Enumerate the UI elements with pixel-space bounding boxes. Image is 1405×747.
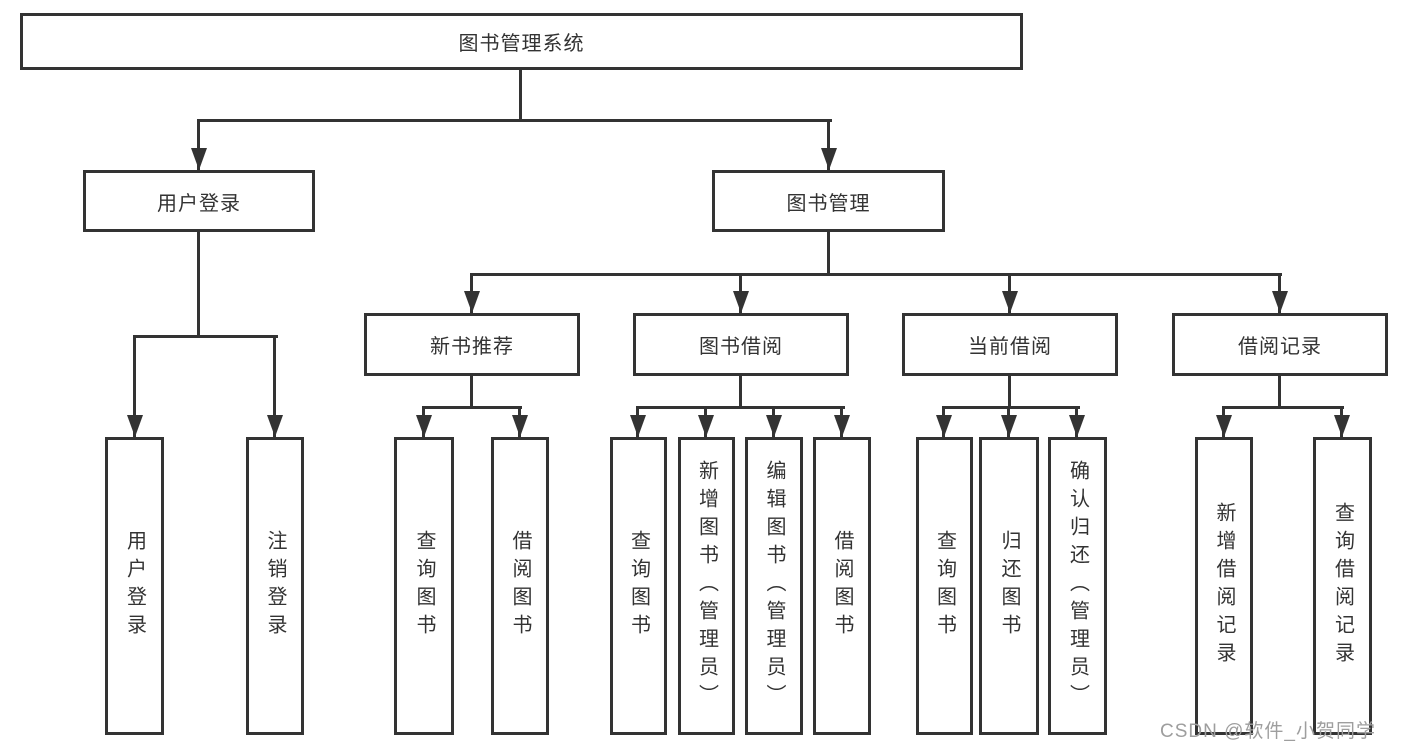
arrow-down-icon	[416, 415, 432, 437]
leaf-label: 注销登录	[264, 530, 286, 642]
leaf-label: 新增图书（管理员）	[695, 460, 718, 712]
connector-vline	[519, 68, 522, 120]
node-borrow-record-label: 借阅记录	[1238, 336, 1322, 358]
arrow-down-icon	[191, 148, 207, 170]
leaf-add-book-admin: 新增图书（管理员）	[678, 437, 735, 735]
node-current-borrow: 当前借阅	[902, 313, 1118, 376]
node-book-management-label: 图书管理	[786, 192, 871, 215]
leaf-label: 确认归还（管理员）	[1066, 460, 1089, 712]
connector-vline	[197, 119, 200, 170]
leaf-label: 用户登录	[123, 530, 146, 642]
connector-vline	[273, 335, 276, 437]
arrow-down-icon	[733, 291, 749, 313]
leaf-query-book-current: 查询图书	[916, 437, 973, 735]
connector-vline	[1278, 374, 1281, 406]
leaf-user-login: 用户登录	[105, 437, 164, 735]
leaf-label: 查询借阅记录	[1331, 502, 1354, 670]
connector-vline	[470, 374, 473, 406]
connector-hline	[1222, 406, 1344, 409]
arrow-down-icon	[1216, 415, 1232, 437]
arrow-down-icon	[834, 415, 850, 437]
connector-vline	[827, 230, 830, 273]
connector-vline	[739, 374, 742, 406]
node-book-management: 图书管理	[712, 170, 945, 232]
arrow-down-icon	[936, 415, 952, 437]
leaf-label: 查询图书	[413, 530, 435, 642]
arrow-down-icon	[630, 415, 646, 437]
connector-vline	[133, 335, 136, 437]
node-root: 图书管理系统	[20, 13, 1023, 70]
leaf-label: 编辑图书（管理员）	[763, 460, 785, 712]
leaf-confirm-return-admin: 确认归还（管理员）	[1048, 437, 1107, 735]
leaf-borrow-book-recommend: 借阅图书	[491, 437, 549, 735]
node-book-borrow-label: 图书借阅	[699, 336, 783, 358]
connector-vline	[1008, 374, 1011, 406]
leaf-label: 借阅图书	[831, 530, 853, 642]
arrow-down-icon	[821, 148, 837, 170]
node-user-login: 用户登录	[83, 170, 315, 232]
arrow-down-icon	[766, 415, 782, 437]
leaf-edit-book-admin: 编辑图书（管理员）	[745, 437, 803, 735]
node-current-borrow-label: 当前借阅	[968, 336, 1052, 358]
arrow-down-icon	[1069, 415, 1085, 437]
node-borrow-record: 借阅记录	[1172, 313, 1388, 376]
leaf-add-borrow-record: 新增借阅记录	[1195, 437, 1253, 735]
node-new-book-recommend: 新书推荐	[364, 313, 580, 376]
watermark: CSDN @软件_小贺同学	[1160, 721, 1376, 742]
leaf-label: 新增借阅记录	[1213, 502, 1235, 670]
arrow-down-icon	[1272, 291, 1288, 313]
leaf-label: 查询图书	[933, 530, 956, 642]
leaf-query-book-recommend: 查询图书	[394, 437, 454, 735]
leaf-logout: 注销登录	[246, 437, 304, 735]
arrow-down-icon	[127, 415, 143, 437]
connector-hline	[133, 335, 278, 338]
leaf-label: 查询图书	[627, 530, 650, 642]
leaf-label: 归还图书	[998, 530, 1020, 642]
connector-hline	[422, 406, 522, 409]
connector-hline	[942, 406, 1080, 409]
arrow-down-icon	[698, 415, 714, 437]
leaf-borrow-book: 借阅图书	[813, 437, 871, 735]
arrow-down-icon	[267, 415, 283, 437]
node-user-login-label: 用户登录	[157, 192, 241, 215]
leaf-query-book-borrow: 查询图书	[610, 437, 667, 735]
arrow-down-icon	[1001, 415, 1017, 437]
leaf-label: 借阅图书	[509, 530, 531, 642]
connector-hline	[470, 273, 1282, 276]
connector-hline	[197, 119, 832, 122]
arrow-down-icon	[464, 291, 480, 313]
connector-vline	[197, 230, 200, 335]
leaf-return-book: 归还图书	[979, 437, 1039, 735]
connector-hline	[637, 406, 845, 409]
arrow-down-icon	[1002, 291, 1018, 313]
node-book-borrow: 图书借阅	[633, 313, 849, 376]
connector-vline	[827, 119, 830, 170]
node-new-book-recommend-label: 新书推荐	[430, 336, 514, 358]
node-root-label: 图书管理系统	[458, 33, 585, 55]
arrow-down-icon	[1334, 415, 1350, 437]
arrow-down-icon	[512, 415, 528, 437]
leaf-query-borrow-record: 查询借阅记录	[1313, 437, 1372, 735]
